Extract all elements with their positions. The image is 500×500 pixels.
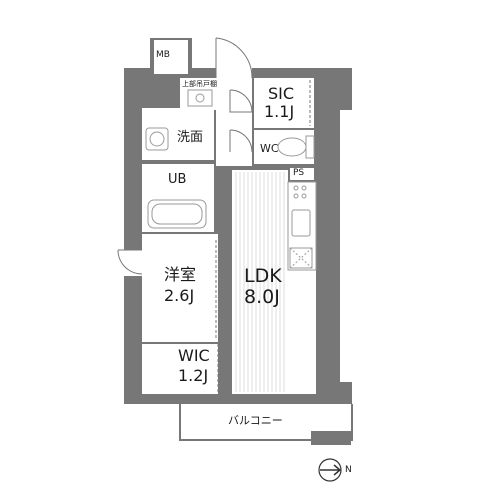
kitchen-sink bbox=[291, 209, 311, 237]
entrance-door bbox=[215, 37, 253, 79]
western-room-window-door bbox=[117, 249, 144, 276]
north-letter: N bbox=[345, 465, 352, 475]
western-room-size: 2.6J bbox=[164, 286, 195, 305]
north-arrow-icon bbox=[318, 458, 342, 482]
mb-label: MB bbox=[156, 50, 170, 60]
entry-floor bbox=[216, 78, 252, 166]
cooktop bbox=[289, 247, 313, 269]
wc-label: WC bbox=[260, 142, 279, 155]
balcony-sliding-window bbox=[232, 397, 316, 403]
wic-floor bbox=[142, 344, 218, 394]
mb-floor bbox=[154, 40, 188, 74]
ps-floor bbox=[290, 168, 314, 180]
balcony-rail bbox=[179, 404, 353, 445]
upper-storage-label: 上部吊戸棚 bbox=[182, 80, 217, 88]
ldk-name: LDK bbox=[244, 265, 282, 287]
fixtures bbox=[145, 89, 317, 403]
ldk-size: 8.0J bbox=[244, 286, 280, 308]
sic-size: 1.1J bbox=[264, 102, 295, 121]
closet-doors bbox=[215, 80, 311, 394]
western-room-name: 洋室 bbox=[164, 265, 197, 284]
toilet-tank bbox=[305, 135, 315, 159]
wic-size: 1.2J bbox=[178, 366, 209, 385]
wic-name: WIC bbox=[178, 346, 210, 365]
sic-floor bbox=[254, 78, 314, 128]
balcony-label: バルコニー bbox=[228, 414, 283, 427]
western-room-floor bbox=[142, 234, 218, 342]
interior-door-swings bbox=[215, 89, 253, 213]
ps-label: PS bbox=[293, 168, 305, 178]
washroom-label: 洗面 bbox=[177, 130, 204, 145]
ub-label: UB bbox=[168, 172, 187, 187]
ldk-floor-pattern bbox=[235, 172, 285, 392]
sic-name: SIC bbox=[268, 84, 295, 103]
